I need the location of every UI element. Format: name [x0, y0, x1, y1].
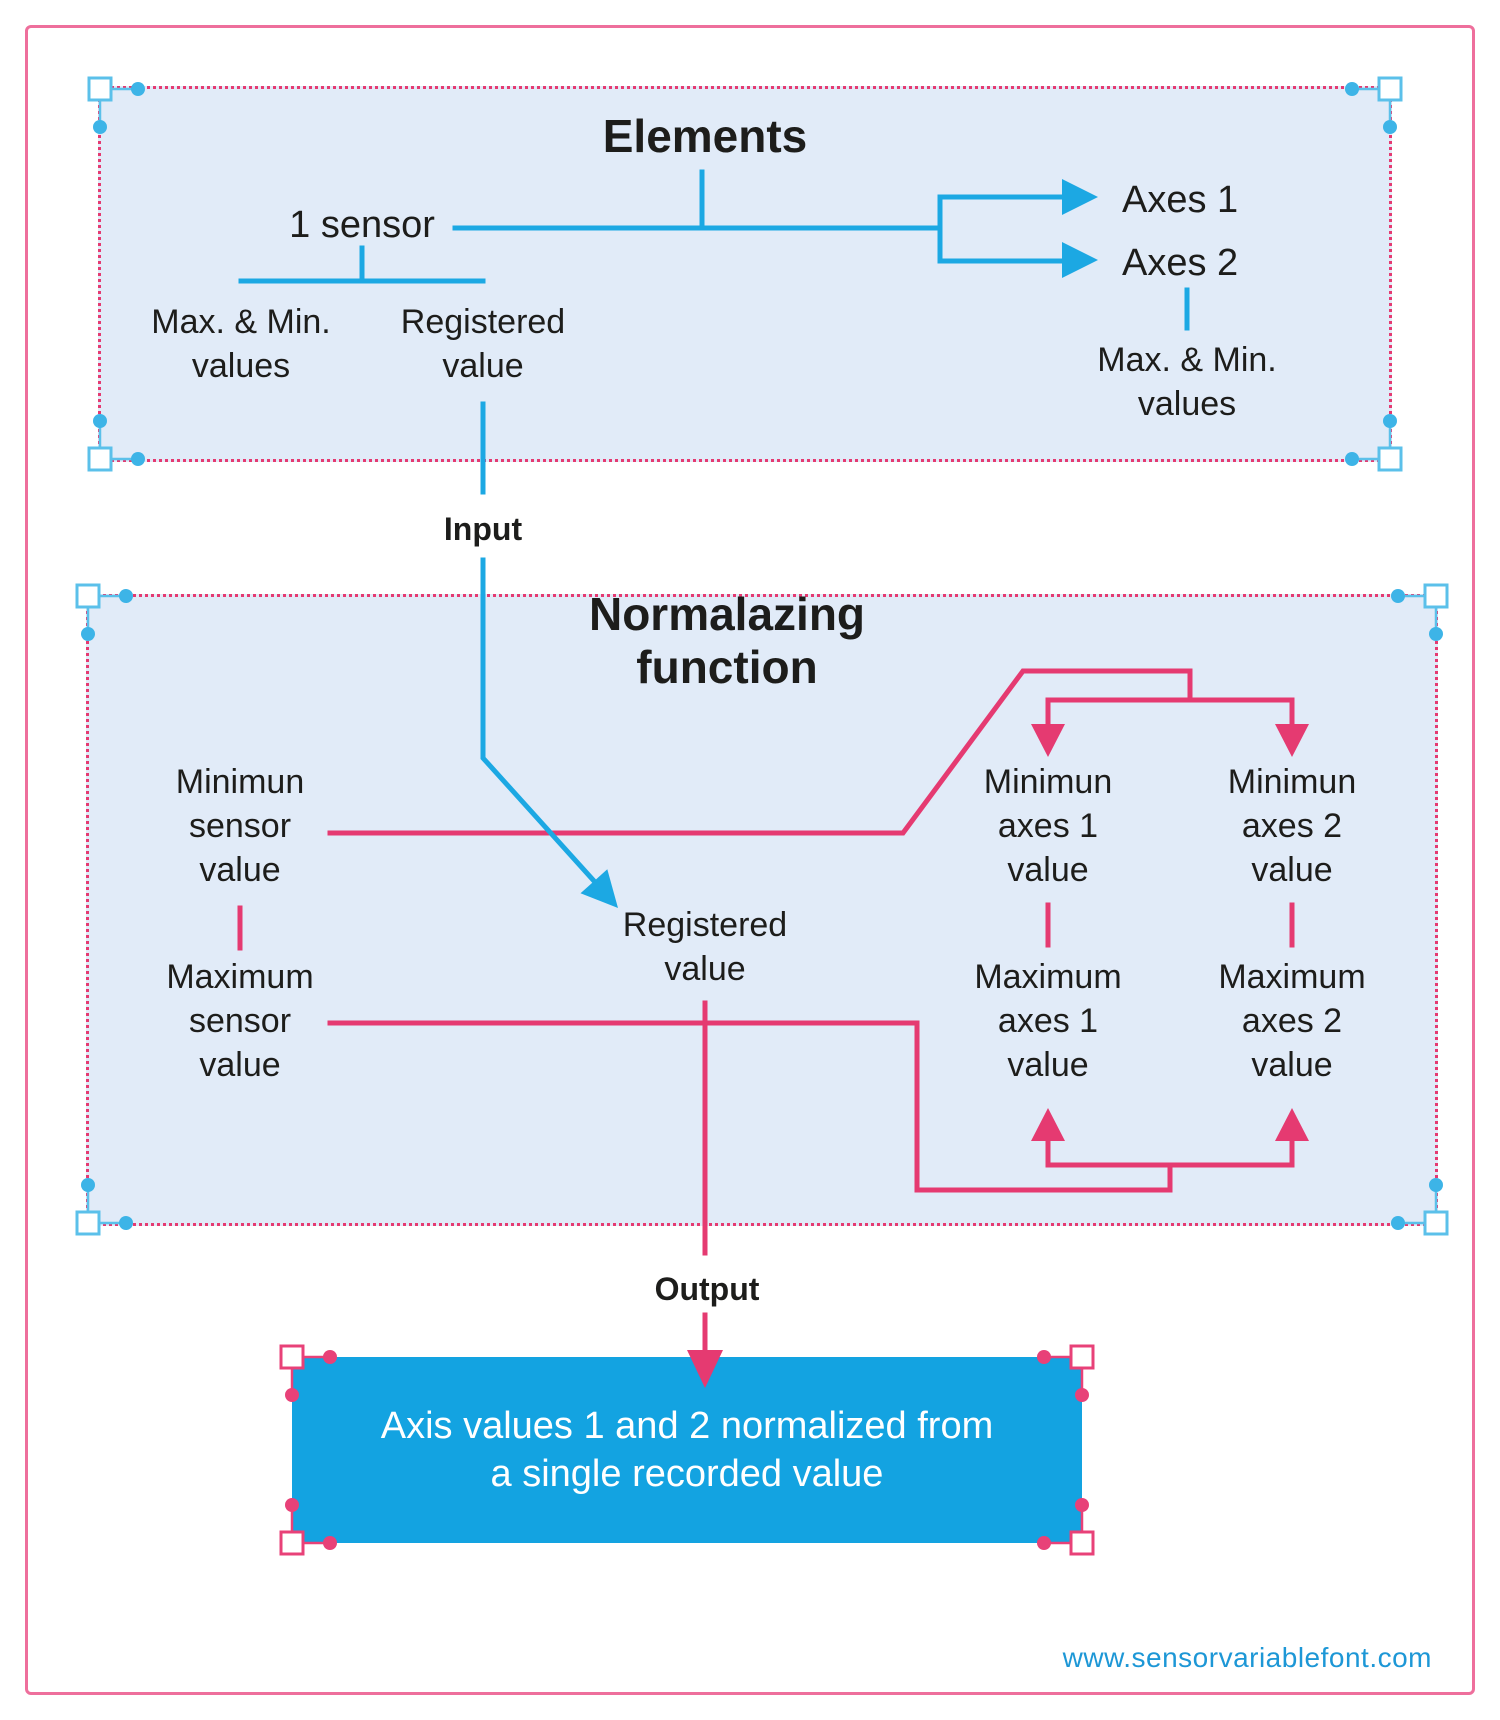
- max-axes1-label: Maximum axes 1 value: [974, 958, 1122, 1084]
- max-axes2-label: Maximum axes 2 value: [1218, 958, 1366, 1084]
- website-link[interactable]: www.sensorvariablefont.com: [1062, 1642, 1432, 1673]
- normalizing-title: Normalazing function: [588, 588, 866, 693]
- max-sensor-label: Maximum sensor value: [166, 958, 314, 1084]
- sensor-maxmin-label: Max. & Min. values: [151, 303, 331, 385]
- elements-title: Elements: [602, 110, 808, 162]
- min-sensor-label: Minimun sensor value: [175, 763, 305, 889]
- page-border-frame: [25, 25, 1475, 1695]
- min-axes2-label: Minimun axes 2 value: [1227, 763, 1357, 889]
- axes2-label: Axes 2: [1122, 242, 1239, 284]
- axes-maxmin-label: Max. & Min. values: [1097, 341, 1277, 423]
- axes1-label: Axes 1: [1122, 179, 1239, 221]
- result-text: Axis values 1 and 2 normalized from a si…: [380, 1405, 994, 1495]
- output-label: Output: [654, 1271, 760, 1307]
- registered-value-label: Registered value: [622, 906, 788, 988]
- sensor-registered-label: Registered value: [400, 303, 566, 385]
- input-label: Input: [443, 511, 523, 547]
- min-axes1-label: Minimun axes 1 value: [983, 763, 1113, 889]
- result-box: Axis values 1 and 2 normalized from a si…: [292, 1357, 1082, 1543]
- sensor-label: 1 sensor: [289, 204, 435, 246]
